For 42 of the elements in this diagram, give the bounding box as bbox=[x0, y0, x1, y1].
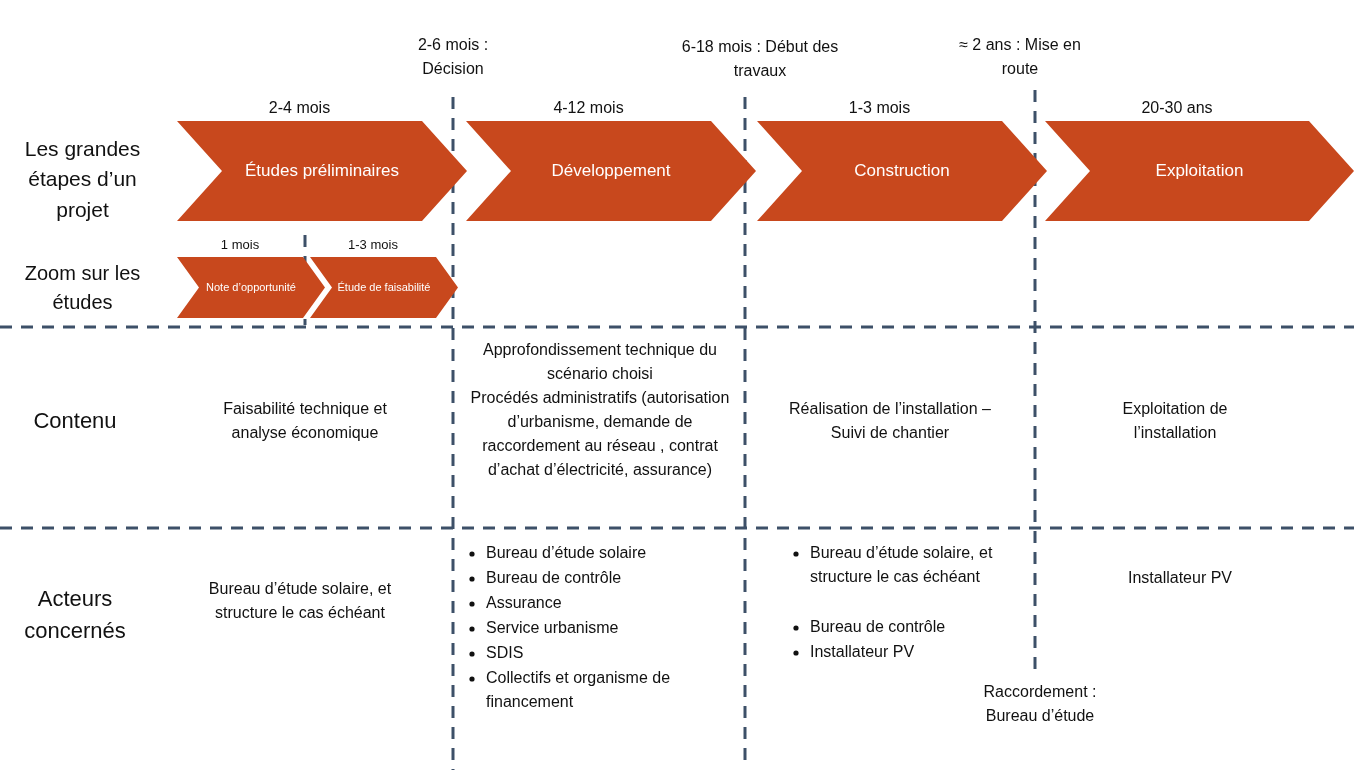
duration-label: 1-3 mois bbox=[847, 99, 912, 117]
actor-item: Bureau d’étude solaire bbox=[486, 543, 648, 563]
row-header: Acteurs concernés bbox=[23, 585, 127, 645]
actor-text: Raccordement : Bureau d’étude bbox=[982, 682, 1098, 726]
step-label: Étude de faisabilité bbox=[337, 280, 431, 295]
actor-text: Installateur PV bbox=[1126, 568, 1234, 588]
duration-label: 1 mois bbox=[219, 237, 261, 252]
chevron-step bbox=[177, 257, 325, 318]
duration-label: 20-30 ans bbox=[1140, 99, 1214, 117]
step-label: Études préliminaires bbox=[245, 160, 399, 182]
chevron-step bbox=[757, 121, 1047, 221]
actor-item: Installateur PV bbox=[810, 642, 916, 662]
actor-text: Bureau d’étude solaire, et structure le cas échéant bbox=[207, 579, 393, 623]
duration-label: 4-12 mois bbox=[552, 99, 625, 117]
content-text: Réalisation de l’installation – Suivi de chantier bbox=[788, 399, 992, 443]
actor-item: Service urbanisme bbox=[486, 618, 620, 638]
milestone-label: 6-18 mois : Début des travaux bbox=[680, 37, 840, 81]
row-header: Contenu bbox=[32, 407, 118, 435]
duration-label: 1-3 mois bbox=[347, 237, 399, 252]
actor-item: Bureau de contrôle bbox=[810, 617, 947, 637]
content-text: Approfondissement technique du scénario choisi bbox=[482, 340, 718, 384]
actor-item: Bureau de contrôle bbox=[486, 568, 623, 588]
chevron-step bbox=[177, 121, 467, 221]
milestone-label: ≈ 2 ans : Mise en route bbox=[958, 35, 1082, 79]
content-text: Faisabilité technique et analyse économique bbox=[222, 399, 388, 443]
step-label: Exploitation bbox=[1155, 160, 1244, 182]
actor-item: Collectifs et organisme de financement bbox=[486, 668, 672, 712]
step-label: Note d’opportunité bbox=[206, 280, 296, 295]
actor-item: Bureau d’étude solaire, et structure le cas échéant bbox=[810, 543, 993, 587]
chevron-step bbox=[310, 257, 458, 318]
duration-label: 2-4 mois bbox=[267, 99, 332, 117]
step-label: Développement bbox=[551, 160, 671, 182]
content-text: Exploitation de l’installation bbox=[1121, 399, 1229, 443]
chevron-step bbox=[1045, 121, 1354, 221]
content-text: Procédés administratifs (autorisation d’urbanisme, demande de raccordement au réseau , contrat d’achat d’électricité, assurance) bbox=[469, 388, 731, 480]
row-header: Les grandes étapes d’un projet bbox=[23, 136, 142, 223]
actor-item: SDIS bbox=[486, 643, 525, 663]
row-header: Zoom sur les études bbox=[23, 261, 142, 315]
chevron-step bbox=[466, 121, 756, 221]
step-label: Construction bbox=[854, 160, 950, 182]
milestone-label: 2-6 mois : Décision bbox=[416, 35, 490, 79]
actor-item: Assurance bbox=[486, 593, 563, 613]
